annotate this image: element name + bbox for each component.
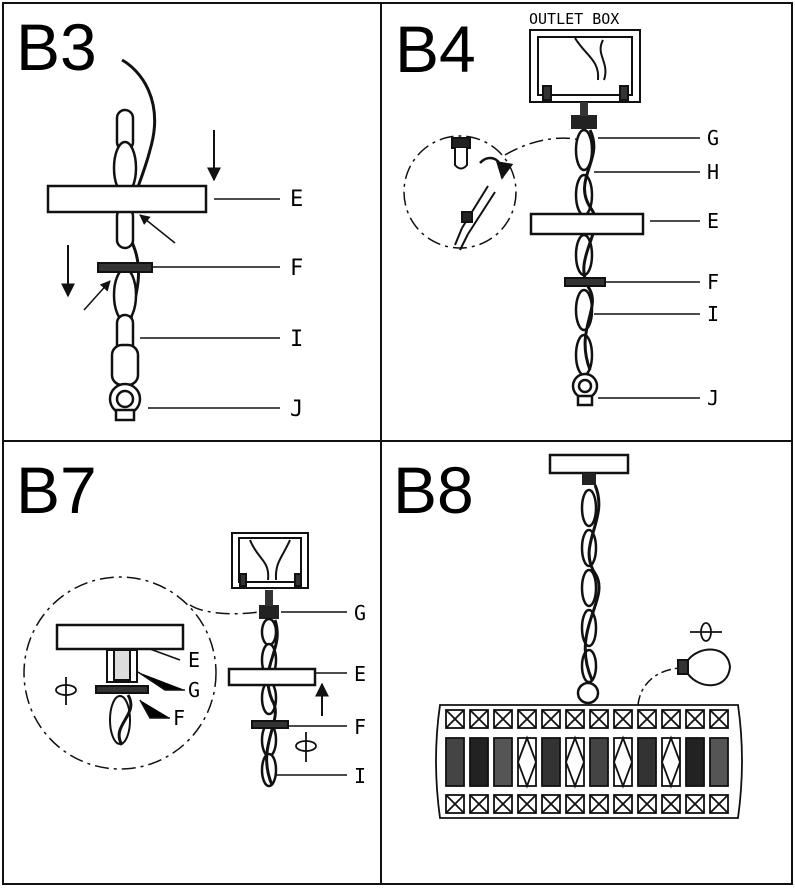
leader-lines (137, 611, 347, 776)
collar-part-f (251, 720, 289, 729)
part-labels: E F I J (290, 187, 303, 422)
ring (576, 681, 600, 705)
hook-part-g (259, 605, 279, 619)
panel-b7: B7 (16, 453, 366, 788)
panel-b3: B3 (16, 10, 303, 422)
part-labels: G H E F I J (707, 126, 719, 410)
hook-part-g (571, 115, 597, 129)
label-i: I (707, 302, 719, 326)
chain (110, 108, 140, 387)
pointer-arrow (139, 214, 176, 244)
ring-part-j (571, 372, 599, 407)
label-j: J (707, 386, 719, 410)
thread-rod (580, 102, 588, 116)
panel-b4: B4 OUTLET BOX (395, 10, 719, 410)
hook-detail (95, 649, 149, 746)
thread-rod (265, 590, 273, 606)
detail-label-e: E (188, 648, 200, 672)
ring-part-j (108, 382, 142, 422)
label-j: J (290, 397, 303, 422)
hook (582, 473, 596, 485)
rotate-arrow-icon (479, 156, 514, 180)
canopy-part-e (529, 212, 645, 236)
leader-lines (140, 198, 280, 409)
label-f: F (707, 270, 719, 294)
cord (583, 484, 601, 681)
crystal-drum-shade (435, 704, 743, 819)
label-f: F (290, 256, 303, 281)
magnifier-detail-circle (23, 576, 259, 770)
outlet-box (529, 29, 641, 103)
step-label: B4 (395, 12, 476, 86)
collar-part-f (97, 262, 153, 273)
canopy (548, 453, 630, 475)
detail-label-f: F (173, 706, 185, 730)
canopy-part-e (227, 667, 317, 687)
leader-lines (594, 137, 700, 399)
cord (582, 129, 597, 371)
label-e: E (290, 187, 303, 212)
panel-b8: B8 (393, 453, 743, 819)
label-h: H (707, 160, 719, 184)
bulb-callout-line (637, 667, 681, 706)
label-e: E (354, 662, 366, 686)
step-label: B3 (16, 10, 97, 84)
label-g: G (354, 601, 366, 625)
collar-part-f (564, 277, 606, 287)
outlet-box-label: OUTLET BOX (529, 10, 619, 28)
rotate-arrow-icon (55, 677, 77, 705)
detail-label-g: G (188, 678, 200, 702)
step-label: B7 (16, 453, 97, 527)
label-i: I (354, 764, 366, 788)
step-label: B8 (393, 453, 474, 527)
outlet-box (231, 532, 309, 589)
hook-detail (451, 137, 496, 251)
rotate-arrow-icon (690, 622, 722, 642)
label-g: G (707, 126, 719, 150)
canopy-detail-e (55, 623, 185, 651)
canopy-part-e (46, 184, 208, 214)
cord (265, 619, 279, 786)
light-bulb-icon (677, 648, 732, 687)
label-i: I (290, 327, 303, 352)
rotate-arrow-icon (295, 732, 317, 762)
part-labels: G E F I E G F (173, 601, 366, 788)
label-f: F (354, 715, 366, 739)
pointer-arrow (83, 280, 111, 311)
label-e: E (707, 209, 719, 233)
